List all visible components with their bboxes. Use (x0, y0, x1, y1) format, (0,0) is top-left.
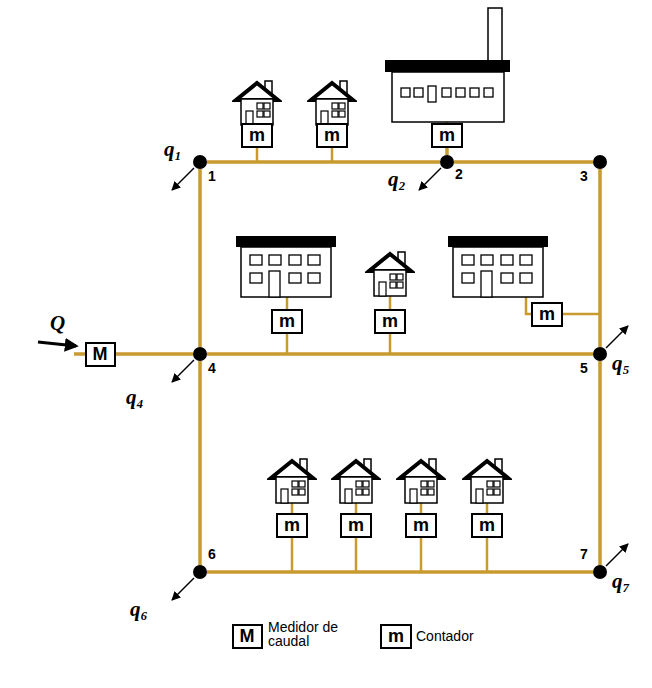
building-icon (448, 236, 548, 297)
house-icon (271, 459, 313, 503)
meter-letter: m (348, 515, 364, 535)
flow-label: Q (50, 312, 65, 334)
house-icon (466, 459, 508, 503)
junction-node: 5 (593, 347, 607, 361)
pipe (454, 160, 593, 164)
meter-box: m (531, 302, 563, 327)
meter-box: m (316, 123, 348, 148)
meter-letter: m (539, 304, 555, 324)
legend-entry: Medidor de caudal (268, 620, 340, 648)
junction-node: 6 (193, 565, 207, 579)
meter-letter: m (279, 311, 295, 331)
pipe (445, 148, 449, 156)
meter-letter: m (324, 125, 340, 145)
flow-label: q₁ (164, 138, 182, 160)
legend-text: Contador (416, 628, 474, 644)
pipe (598, 169, 602, 347)
service-lines (74, 122, 600, 572)
meter-letter: m (284, 515, 300, 535)
meter-box: m (276, 513, 308, 538)
meter-letter: m (413, 515, 429, 535)
meter-letter: m (479, 515, 495, 535)
meter-letter: m (249, 125, 265, 145)
node-number: 5 (580, 360, 588, 376)
node-number: 7 (580, 546, 588, 562)
node-number: 4 (208, 360, 216, 376)
pipe (207, 352, 593, 356)
meter-letter: M (93, 344, 108, 364)
flow-label: q₇ (612, 570, 630, 592)
junction-node: 2 (440, 155, 454, 169)
factory-icon (385, 8, 510, 122)
junction-node: 3 (593, 155, 607, 169)
house-icon (236, 81, 278, 125)
meter-box: m (405, 513, 437, 538)
inflow-arrow (38, 342, 76, 346)
house-icon (400, 459, 442, 503)
meter-box: m (340, 513, 372, 538)
legend-text: Medidor de caudal (268, 619, 338, 649)
pipe (198, 361, 202, 565)
meter-box: m (431, 123, 463, 148)
pipe (198, 169, 202, 347)
meter-box: m (471, 513, 503, 538)
junction-node: 1 (193, 155, 207, 169)
pipe (598, 361, 602, 565)
pipe (207, 570, 593, 574)
flow-label: q₆ (130, 598, 148, 620)
meter-box: M (85, 342, 116, 367)
legend-sample: m (380, 624, 412, 649)
legend-sample: M (232, 624, 263, 649)
meter-box: m (374, 309, 406, 334)
house-icon (311, 81, 353, 125)
house-icon (369, 252, 411, 296)
pipe (116, 352, 194, 356)
meter-box: m (241, 123, 273, 148)
node-number: 2 (455, 166, 463, 182)
node-number: 1 (208, 168, 216, 184)
node-number: 3 (580, 168, 588, 184)
meter-box: m (271, 309, 303, 334)
house-icon (335, 459, 377, 503)
flow-label: q₅ (612, 352, 630, 374)
junction-node: 4 (193, 347, 207, 361)
building-icon (236, 236, 336, 297)
junction-node: 7 (593, 565, 607, 579)
flow-label: q₂ (388, 168, 406, 190)
legend-entry: Contador (416, 629, 506, 643)
meter-letter: m (439, 125, 455, 145)
demand-arrows (172, 168, 628, 600)
flow-label: q₄ (126, 386, 144, 408)
meter-letter: m (382, 311, 398, 331)
node-number: 6 (208, 546, 216, 562)
pipe (207, 160, 440, 164)
